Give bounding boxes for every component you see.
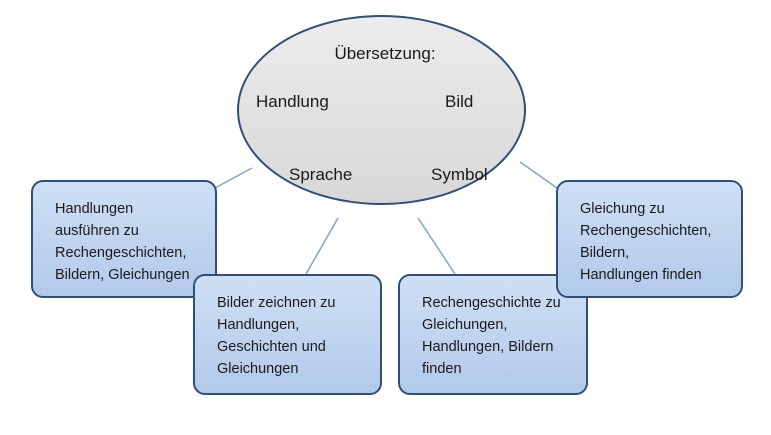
connector-box2 [305, 217, 339, 275]
box-gleichung-text: Gleichung zu Rechengeschichten, Bildern,… [580, 201, 712, 283]
connector-box4 [519, 161, 558, 189]
translation-ellipse [237, 15, 526, 205]
box-gleichung: Gleichung zu Rechengeschichten, Bildern,… [556, 180, 743, 298]
box-handlungen-ausfuehren-text: Handlungen ausführen zu Rechengeschichte… [55, 201, 190, 283]
connector-box1 [214, 167, 253, 189]
box-bilder-zeichnen-text: Bilder zeichnen zu Handlungen, Geschicht… [217, 295, 336, 377]
connector-box3 [417, 217, 456, 275]
box-rechengeschichte-text: Rechengeschichte zu Gleichungen, Handlun… [422, 295, 561, 377]
node-sprache: Sprache [289, 165, 353, 184]
box-bilder-zeichnen: Bilder zeichnen zu Handlungen, Geschicht… [193, 274, 382, 395]
diagram-title: Übersetzung: [334, 44, 436, 63]
node-symbol: Symbol [431, 165, 488, 184]
node-bild: Bild [445, 92, 474, 111]
box-handlungen-ausfuehren: Handlungen ausführen zu Rechengeschichte… [31, 180, 217, 298]
node-handlung: Handlung [256, 92, 329, 111]
box-rechengeschichte: Rechengeschichte zu Gleichungen, Handlun… [398, 274, 588, 395]
